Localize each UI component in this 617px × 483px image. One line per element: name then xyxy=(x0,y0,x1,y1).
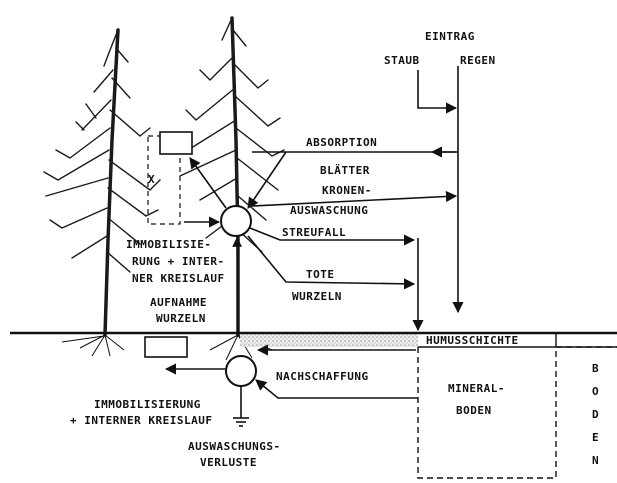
blaetter-arrow xyxy=(248,152,286,208)
label-immob-3: NER KREISLAUF xyxy=(132,272,225,285)
label-lower-immob-2: + INTERNER KREISLAUF xyxy=(70,414,212,427)
label-staub: STAUB xyxy=(384,54,420,67)
label-boden-e: E xyxy=(592,431,599,444)
label-lower-immob-1: IMMOBILISIERUNG xyxy=(94,398,201,411)
label-boden-d: D xyxy=(592,408,599,421)
humus-band xyxy=(240,333,418,347)
soil-node-circle xyxy=(226,356,256,386)
label-verluste-1: AUSWASCHUNGS- xyxy=(188,440,281,453)
staub-arrow xyxy=(418,70,456,108)
label-aufnahme: AUFNAHME xyxy=(150,296,207,309)
label-absorption: ABSORPTION xyxy=(306,136,377,149)
label-boden-n: N xyxy=(592,454,599,467)
x-marker: X xyxy=(148,173,155,186)
label-kronen: KRONEN- xyxy=(322,184,372,197)
label-auswaschung: AUSWASCHUNG xyxy=(290,204,368,217)
label-boden-o: O xyxy=(592,385,599,398)
ground-symbol-icon xyxy=(233,418,249,426)
canopy-node-circle xyxy=(221,206,251,236)
left-tree-icon xyxy=(44,30,160,335)
label-aufnahme-wurzeln: WURZELN xyxy=(156,312,206,325)
label-blaetter: BLÄTTER xyxy=(320,163,370,177)
label-regen: REGEN xyxy=(460,54,496,67)
label-humusschichte: HUMUSSCHICHTE xyxy=(426,334,519,347)
label-verluste-2: VERLUSTE xyxy=(200,456,257,469)
right-tree-icon xyxy=(176,18,284,335)
label-immob-2: RUNG + INTER- xyxy=(132,255,225,268)
left-tree-roots xyxy=(62,335,124,356)
canopy-storage-box xyxy=(160,132,192,154)
label-tote: TOTE xyxy=(306,268,335,281)
label-streufall: STREUFALL xyxy=(282,226,346,239)
uptake-arrow xyxy=(237,238,238,332)
label-wurzeln: WURZELN xyxy=(292,290,342,303)
label-boden-b: B xyxy=(592,362,599,375)
label-mineral-2: BODEN xyxy=(456,404,492,417)
label-eintrag: EINTRAG xyxy=(425,30,475,43)
label-nachschaffung: NACHSCHAFFUNG xyxy=(276,370,369,383)
label-immob-1: IMMOBILISIE- xyxy=(126,238,211,251)
root-storage-box xyxy=(145,337,187,357)
label-mineral-1: MINERAL- xyxy=(448,382,505,395)
immob-to-box-arrow xyxy=(190,158,226,208)
